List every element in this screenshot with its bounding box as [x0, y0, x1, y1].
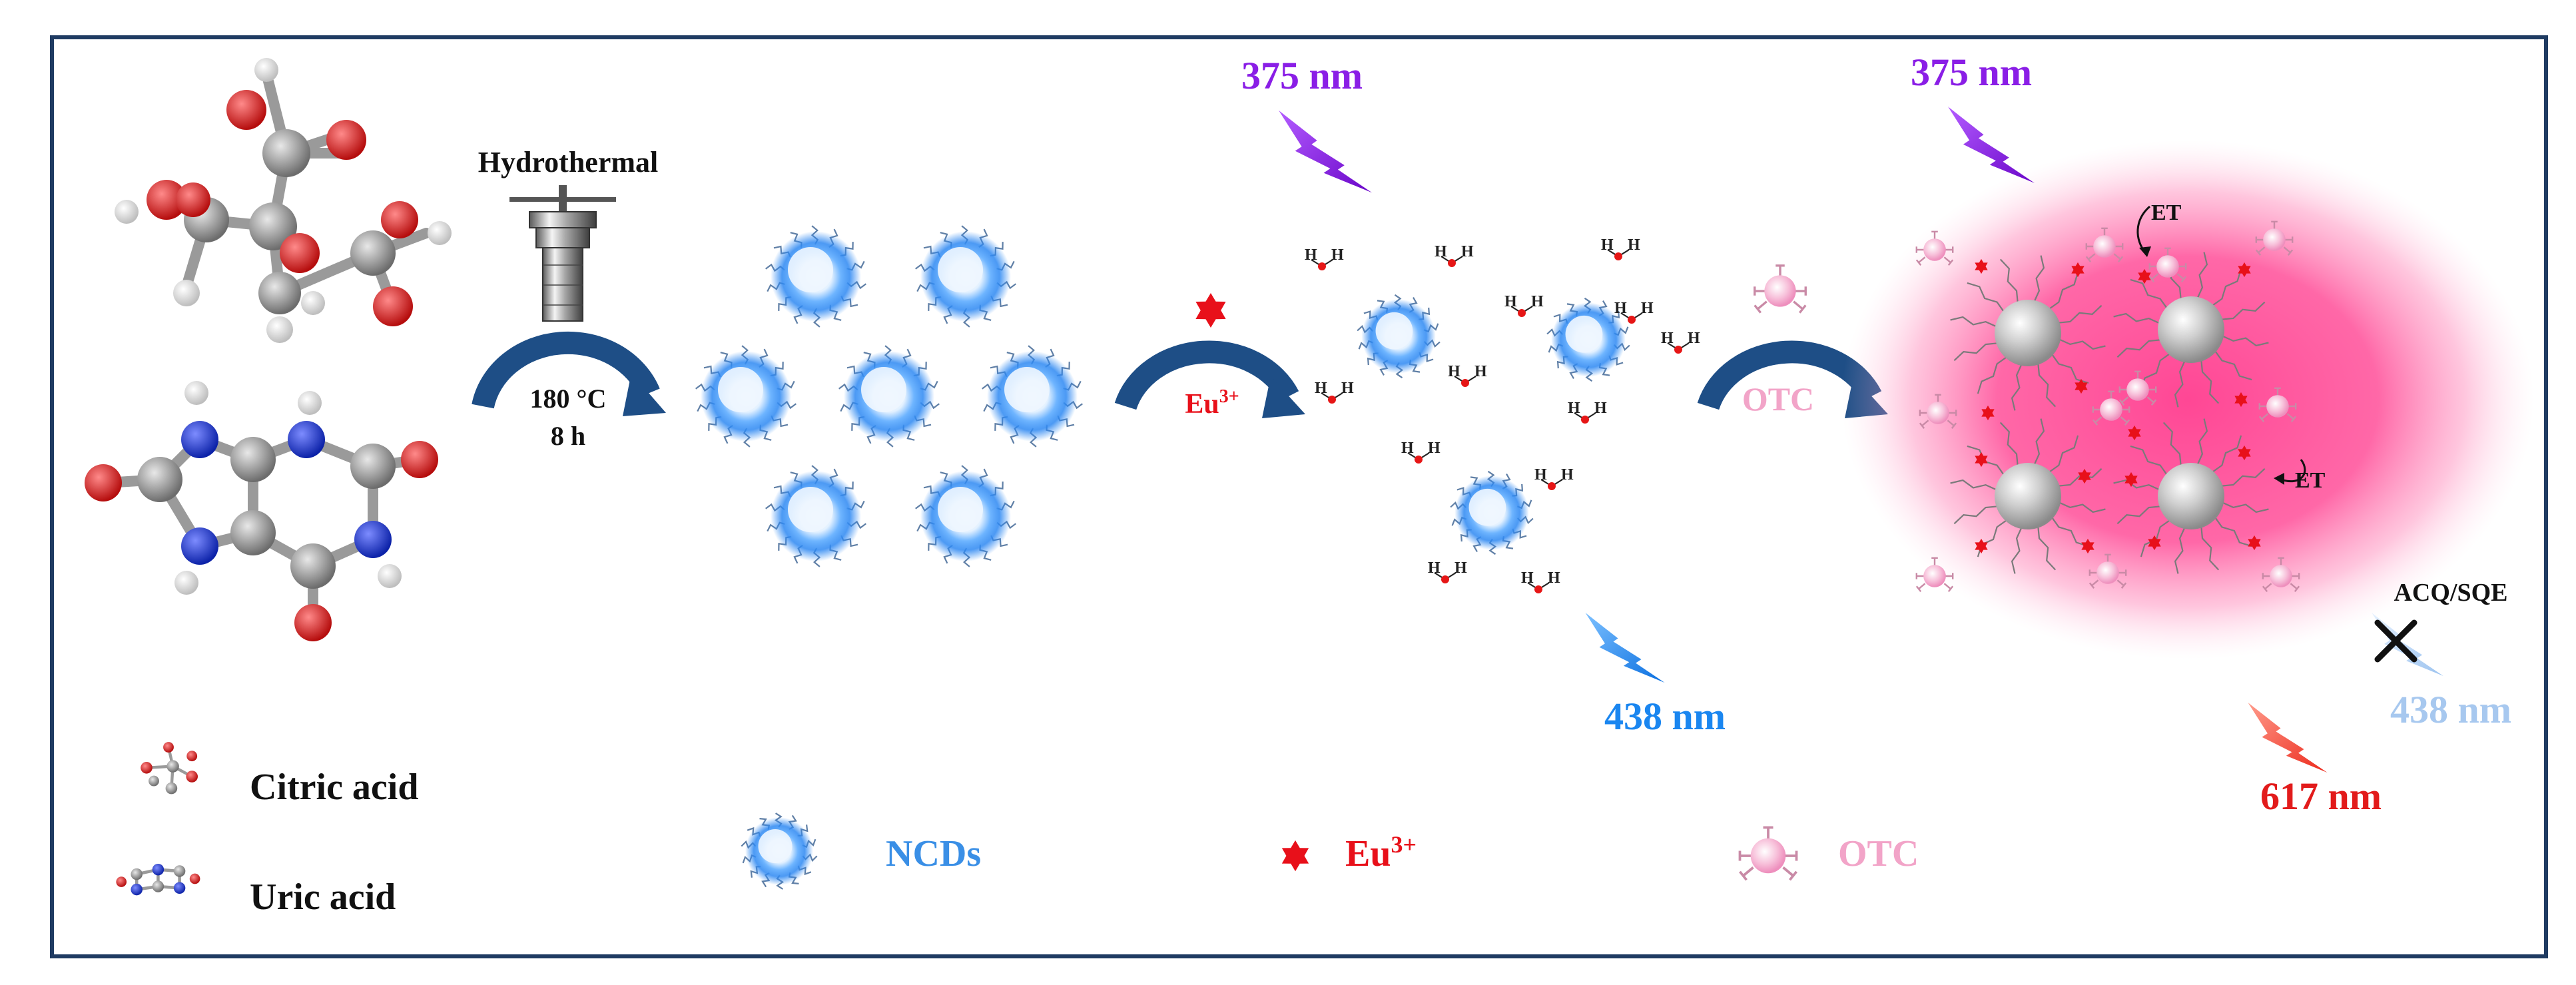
- emission-label-red: 617 nm: [2260, 775, 2382, 818]
- figure-frame: [50, 35, 2548, 958]
- citric-acid-label: Citric acid: [250, 767, 418, 808]
- legend-ncds-label: NCDs: [886, 833, 981, 874]
- acq-sqe-label: ACQ/SQE: [2394, 579, 2507, 607]
- cross-icon: [2374, 619, 2417, 663]
- eu-ncd-cluster: [1303, 235, 1702, 595]
- uric-acid-label: Uric acid: [250, 876, 396, 918]
- emission-label-quenched: 438 nm: [2390, 688, 2511, 731]
- red-emission-glow: [1841, 140, 2534, 659]
- eu-label-arrow: Eu3+: [1185, 386, 1239, 420]
- excitation-label-2: 375 nm: [1911, 51, 2032, 94]
- uric-acid-legend-icon: [116, 863, 200, 896]
- otc-network: [1915, 220, 2300, 593]
- ncd-cluster: [695, 225, 1083, 567]
- time-label: 8 h: [551, 421, 585, 451]
- otc-label-arrow: OTC: [1742, 380, 1814, 418]
- excitation-label-1: 375 nm: [1241, 54, 1363, 97]
- uric-acid-molecule: [85, 381, 438, 641]
- hydrothermal-label: Hydrothermal: [478, 146, 659, 178]
- emission-label-blue: 438 nm: [1604, 695, 1726, 738]
- legend-eu-label: Eu3+: [1345, 831, 1417, 874]
- citric-acid-molecule: [115, 58, 452, 343]
- legend-otc-label: OTC: [1838, 833, 1919, 874]
- curved-arrow-2: [1114, 340, 1305, 418]
- citric-acid-legend-icon: [141, 742, 198, 795]
- et-label-bottom: ET: [2295, 468, 2326, 493]
- curved-arrow-1: [472, 331, 666, 416]
- et-label-top: ET: [2151, 200, 2182, 225]
- temperature-label: 180 °C: [530, 384, 607, 414]
- ncd-legend-icon: [741, 813, 818, 890]
- et-arrow-bottom: [2280, 459, 2306, 483]
